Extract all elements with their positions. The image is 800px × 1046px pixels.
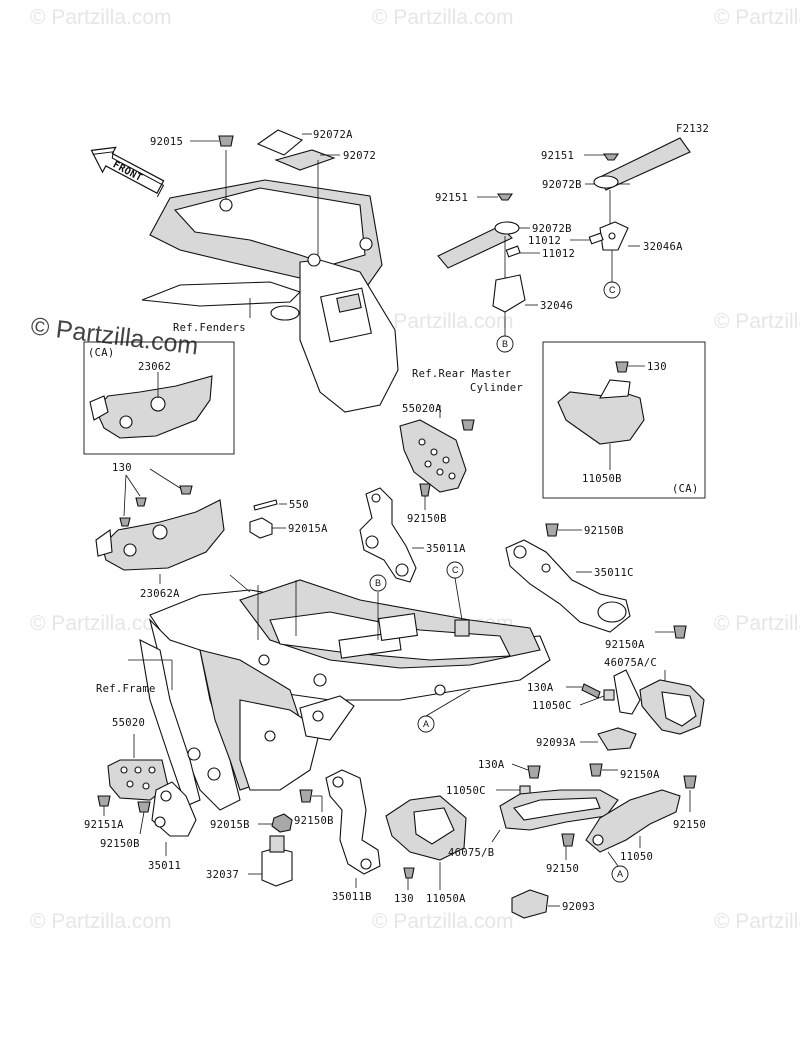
label-92093A: 92093A (536, 737, 576, 749)
label-35011C: 35011C (594, 567, 634, 579)
label-92150A-lower: 92150A (620, 769, 660, 781)
part-92072-icon (274, 149, 336, 171)
watermark-text: © Partzilla.com (714, 910, 800, 933)
label-ref-rear-master: Ref.Rear Master (412, 368, 511, 380)
ca-label-left: (CA) (88, 347, 115, 359)
callout-a-label-lower: A (617, 869, 623, 879)
label-32046A: 32046A (643, 241, 683, 253)
callout-b-marker-frame (369, 574, 387, 592)
label-11012-top: 11012 (528, 235, 561, 247)
label-35011A: 35011A (426, 543, 466, 555)
label-92150A-right: 92150A (605, 639, 645, 651)
label-130A-upper: 130A (527, 682, 554, 694)
label-92072A: 92072A (313, 129, 353, 141)
label-92150-right: 92150 (673, 819, 706, 831)
watermark-text: © Partzilla.com (372, 910, 514, 933)
strap-assembly-right (588, 137, 691, 282)
label-23062: 23062 (138, 361, 171, 373)
watermark-text: © Partzilla.com (372, 310, 514, 333)
watermark-text: © Partzilla.com (30, 910, 172, 933)
label-11050: 11050 (620, 851, 653, 863)
label-55020A: 55020A (402, 403, 442, 415)
watermark-text: © Partzilla.com (372, 6, 514, 29)
callout-b-label-frame: B (375, 578, 381, 588)
label-55020: 55020 (112, 717, 145, 729)
label-92151A: 92151A (84, 819, 124, 831)
label-92015A: 92015A (288, 523, 328, 535)
label-92072: 92072 (343, 150, 376, 162)
label-46075B: 46075/B (448, 847, 494, 859)
label-92015: 92015 (150, 136, 183, 148)
label-92015B: 92015B (210, 819, 250, 831)
part-92015B-icon (271, 813, 293, 833)
callout-c-marker (603, 281, 621, 299)
callout-c-label-frame: C (452, 565, 459, 575)
part-35011B-icon (325, 769, 381, 875)
figure-code: F2132 (676, 123, 709, 135)
part-11050B-icon (557, 389, 645, 445)
callout-a-label-frame: A (423, 719, 429, 729)
label-ref-fenders: Ref.Fenders (173, 322, 246, 334)
label-92072B-top: 92072B (542, 179, 582, 191)
label-92093: 92093 (562, 901, 595, 913)
label-92150B-left: 92150B (100, 838, 140, 850)
callout-a-marker-lower (611, 865, 629, 883)
label-ref-rear-master-2: Cylinder (470, 382, 523, 394)
label-92150-bottom: 92150 (546, 863, 579, 875)
callout-a-marker-frame (417, 715, 435, 733)
label-92150B-upper: 92150B (407, 513, 447, 525)
label-130-box: 130 (647, 361, 667, 373)
watermark-text: © Partzilla.com (30, 612, 172, 635)
callout-b-marker (496, 335, 514, 353)
label-92151-mid: 92151 (435, 192, 468, 204)
label-32046: 32046 (540, 300, 573, 312)
label-92150B-right: 92150B (584, 525, 624, 537)
watermark-text: © Partzilla.com (714, 310, 800, 333)
ca-label-right: (CA) (672, 483, 699, 495)
part-55020A-icon (399, 419, 467, 493)
watermark-text: © Partzilla.com (30, 6, 172, 29)
label-35011: 35011 (148, 860, 181, 872)
label-92072B-mid: 92072B (532, 223, 572, 235)
watermark-text-strong: © Partzilla.com (29, 312, 200, 360)
label-23062A: 23062A (140, 588, 180, 600)
watermark-text: © Partzilla.com (714, 6, 800, 29)
part-92093A-icon (597, 727, 637, 751)
part-11050-icon (585, 789, 681, 853)
part-92015A-icon (249, 517, 273, 539)
ca-box-left (83, 341, 235, 455)
label-550: 550 (289, 499, 309, 511)
label-32037: 32037 (206, 869, 239, 881)
ca-box-right (542, 341, 706, 499)
watermark-text: © Partzilla.com (714, 612, 800, 635)
callout-b-label: B (502, 339, 508, 349)
part-92015-icon (218, 135, 234, 147)
label-130-left: 130 (112, 462, 132, 474)
label-11050C-lower: 11050C (446, 785, 486, 797)
label-11050C: 11050C (532, 700, 572, 712)
part-92093-icon (511, 889, 549, 919)
label-92151-top: 92151 (541, 150, 574, 162)
part-32037-icon (261, 847, 293, 887)
label-11050A: 11050A (426, 893, 466, 905)
rear-fender-assembly (141, 150, 399, 413)
callout-c-label: C (609, 285, 616, 295)
label-11012-mid: 11012 (542, 248, 575, 260)
callout-c-marker-frame (446, 561, 464, 579)
label-35011B: 35011B (332, 891, 372, 903)
part-35011A-icon (359, 487, 417, 583)
label-46075AC: 46075A/C (604, 657, 657, 669)
label-92150B-lower: 92150B (294, 815, 334, 827)
strap-assembly-left (437, 193, 526, 336)
label-130-bottom: 130 (394, 893, 414, 905)
main-frame (139, 574, 551, 811)
label-ref-frame: Ref.Frame (96, 683, 156, 695)
label-11050B: 11050B (582, 473, 622, 485)
part-92150A-right-icon (673, 625, 687, 639)
part-550-icon (253, 499, 278, 511)
label-130A-lower: 130A (478, 759, 505, 771)
part-92072A-icon (256, 129, 304, 156)
